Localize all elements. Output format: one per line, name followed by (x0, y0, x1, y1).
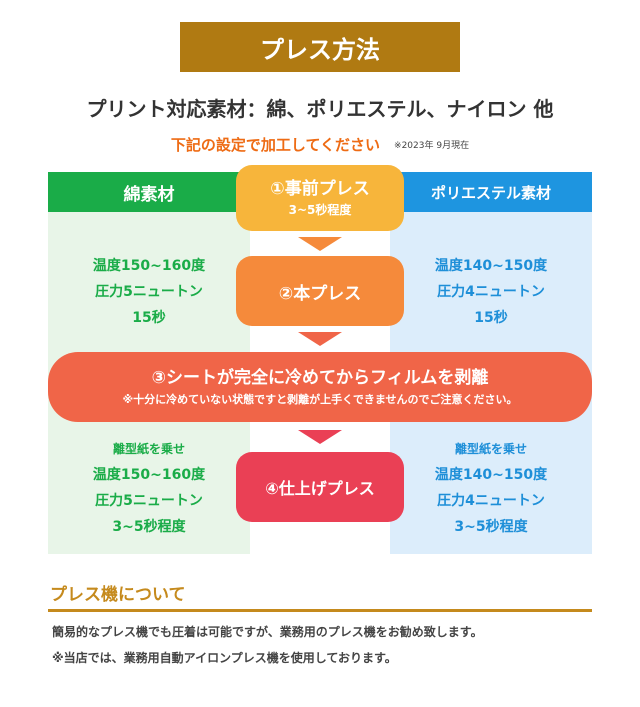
step-main-press-label: ②本プレス (278, 283, 362, 304)
polyester-main-pressure: 圧力4ニュートン (437, 284, 545, 300)
settings-notice: 下記の設定で加工してください ※2023年 9月現在 (0, 130, 640, 158)
cotton-finish-pressure: 圧力5ニュートン (95, 493, 203, 509)
cotton-main-pressure: 圧力5ニュートン (95, 284, 203, 300)
settings-notice-text: 下記の設定で加工してください (170, 135, 381, 154)
step-finish-press-label: ④仕上げプレス (265, 479, 375, 498)
step-peel-film-caution: ※十分に冷めていない状態ですと剥離が上手くできませんのでご注意ください。 (122, 393, 518, 406)
cotton-finish-time: 3~5秒程度 (112, 519, 186, 535)
cotton-main-temp: 温度150~160度 (92, 258, 206, 274)
section-divider (48, 609, 592, 612)
press-machine-heading: プレス機について (50, 584, 186, 605)
flow-arrow-down-icon (298, 430, 342, 444)
step-main-press: ②本プレス (236, 256, 404, 326)
page-title-banner: プレス方法 (180, 22, 460, 72)
step-peel-film-label: ③シートが完全に冷めてからフィルムを剥離 (151, 368, 489, 388)
cotton-finish-temp: 温度150~160度 (92, 467, 206, 483)
polyester-finish-time: 3~5秒程度 (454, 519, 528, 535)
polyester-finish-release-paper: 離型紙を乗せ (454, 442, 527, 456)
step-pre-press-label: ①事前プレス (270, 179, 370, 199)
press-machine-store-note: ※当店では、業務用自動アイロンプレス機を使用しております。 (52, 650, 397, 665)
step-peel-film: ③シートが完全に冷めてからフィルムを剥離 ※十分に冷めていない状態ですと剥離が上… (48, 352, 592, 422)
supported-materials: プリント対応素材：綿、ポリエステル、ナイロン 他 (86, 96, 554, 121)
cotton-main-press-settings: 温度150~160度 圧力5ニュートン 15秒 (48, 252, 250, 332)
flow-arrow-down-icon (298, 332, 342, 346)
polyester-main-temp: 温度140~150度 (434, 258, 548, 274)
polyester-finish-press-settings: 離型紙を乗せ 温度140~150度 圧力4ニュートン 3~5秒程度 (390, 434, 592, 542)
step-finish-press: ④仕上げプレス (236, 452, 404, 522)
page-title: プレス方法 (260, 35, 380, 64)
polyester-header: ポリエステル素材 (390, 172, 592, 212)
cotton-main-time: 15秒 (132, 310, 166, 326)
polyester-finish-pressure: 圧力4ニュートン (437, 493, 545, 509)
press-machine-note: 簡易的なプレス機でも圧着は可能ですが、業務用のプレス機をお勧め致します。 (52, 624, 483, 639)
step-pre-press: ①事前プレス 3~5秒程度 (236, 165, 404, 231)
flow-arrow-down-icon (298, 237, 342, 251)
polyester-main-press-settings: 温度140~150度 圧力4ニュートン 15秒 (390, 252, 592, 332)
step-pre-press-time: 3~5秒程度 (288, 203, 352, 217)
cotton-header: 綿素材 (48, 172, 250, 212)
cotton-finish-release-paper: 離型紙を乗せ (112, 442, 185, 456)
settings-date: ※2023年 9月現在 (394, 140, 470, 151)
cotton-finish-press-settings: 離型紙を乗せ 温度150~160度 圧力5ニュートン 3~5秒程度 (48, 434, 250, 542)
polyester-main-time: 15秒 (474, 310, 508, 326)
polyester-finish-temp: 温度140~150度 (434, 467, 548, 483)
